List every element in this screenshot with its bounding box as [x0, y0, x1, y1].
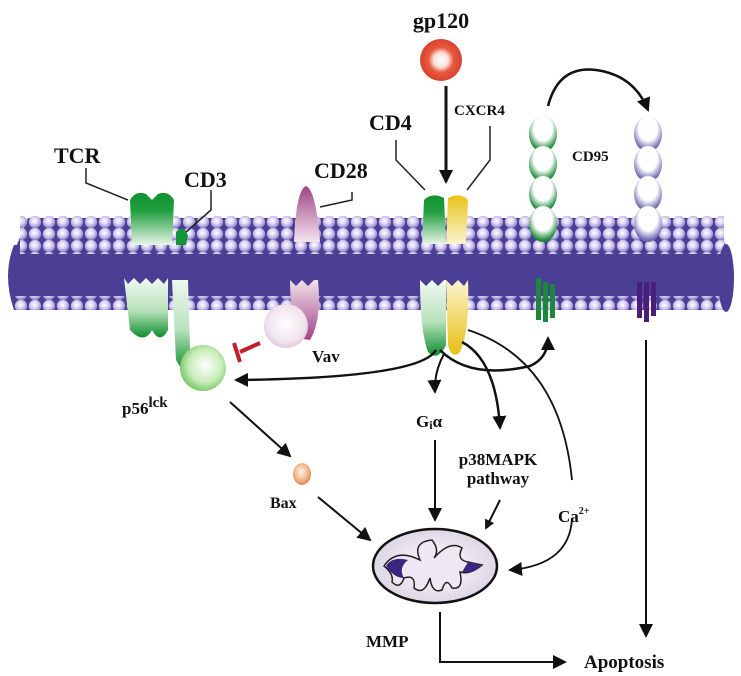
label-gia-subscript: i	[429, 418, 433, 432]
label-apoptosis: Apoptosis	[584, 652, 664, 673]
arrow-cd4-to-cd95	[439, 336, 555, 372]
cd95-inactive-receptor	[634, 116, 662, 322]
mitochondrion	[371, 527, 499, 605]
arrow-p38-to-mito	[485, 499, 501, 530]
bax-protein	[293, 463, 311, 485]
inhibition-vav-lck	[232, 341, 261, 363]
label-pathway: pathway	[467, 469, 530, 488]
label-calcium: Ca2+	[558, 506, 590, 526]
label-ca-main: Ca	[558, 507, 579, 526]
label-cxcr4: CXCR4	[454, 103, 505, 119]
gp120-particle	[420, 39, 462, 81]
label-cd3: CD3	[184, 167, 227, 192]
arrow-lck-to-bax	[229, 401, 292, 458]
arrow-bax-to-mito	[317, 496, 372, 542]
membrane-outer-leaflet	[20, 216, 724, 254]
label-vav: Vav	[312, 347, 340, 366]
cxcr4-receptor	[446, 195, 469, 355]
label-cd4: CD4	[369, 110, 412, 135]
ca-line	[467, 329, 573, 481]
label-gialpha: Giα	[416, 412, 443, 432]
p56lck-kinase	[180, 345, 226, 391]
label-p56lck: p56lck	[122, 395, 168, 418]
arrow-cd4-to-lck	[234, 349, 438, 387]
membrane-inner-leaflet	[14, 296, 728, 310]
arrow-ca-to-mito	[508, 517, 573, 576]
arrow-cd95-activation	[546, 68, 651, 112]
label-bax: Bax	[270, 495, 297, 512]
label-gia-main: G	[416, 412, 429, 431]
arrow-mmp-to-apoptosis	[439, 612, 567, 669]
label-p56-superscript: lck	[148, 395, 168, 411]
label-gp120: gp120	[413, 8, 469, 33]
cd95-active-receptor	[529, 116, 557, 322]
label-tcr: TCR	[54, 143, 102, 168]
arrow-to-p38	[461, 340, 507, 430]
label-cd95: CD95	[572, 149, 609, 165]
cd4-receptor	[420, 195, 446, 356]
label-p56-main: p56	[122, 399, 148, 418]
label-mmp: MMP	[366, 632, 408, 651]
label-ca-superscript: 2+	[579, 506, 590, 517]
vav-protein	[264, 304, 308, 348]
tcr-receptor	[124, 192, 174, 338]
label-leader-lines	[85, 126, 491, 233]
label-p38mapk: p38MAPK	[459, 450, 538, 469]
cd3-subunit	[172, 228, 190, 371]
label-cd28: CD28	[314, 158, 368, 183]
label-gia-alpha: α	[433, 412, 443, 431]
cell-membrane	[8, 216, 734, 312]
arrow-to-gia	[427, 353, 445, 394]
